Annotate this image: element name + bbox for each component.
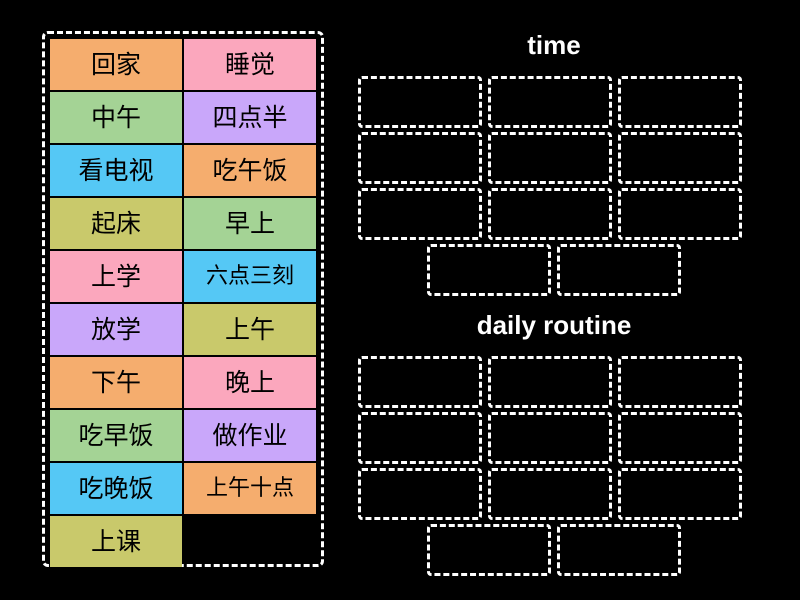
word-tile[interactable]: 睡觉 xyxy=(184,39,316,90)
word-tile[interactable]: 四点半 xyxy=(184,92,316,143)
dropzone-grid-daily-routine-bottom xyxy=(358,524,750,576)
dropzone[interactable] xyxy=(557,244,681,296)
word-bank: 回家睡觉中午四点半看电视吃午饭起床早上上学六点三刻放学上午下午晚上吃早饭做作业吃… xyxy=(42,31,324,567)
word-tile[interactable]: 六点三刻 xyxy=(184,251,316,302)
dropzone[interactable] xyxy=(358,188,482,240)
word-tile[interactable]: 起床 xyxy=(50,198,182,249)
dropzone[interactable] xyxy=(427,244,551,296)
dropzone[interactable] xyxy=(427,524,551,576)
dropzone[interactable] xyxy=(618,132,742,184)
group-title-time: time xyxy=(527,30,581,60)
word-tile[interactable]: 看电视 xyxy=(50,145,182,196)
dropzone-grid-daily-routine xyxy=(358,356,750,520)
dropzone-grid-time-bottom xyxy=(358,244,750,296)
dropzone[interactable] xyxy=(618,356,742,408)
word-tile[interactable]: 晚上 xyxy=(184,357,316,408)
group-title-daily-routine: daily routine xyxy=(476,310,632,340)
dropzone[interactable] xyxy=(488,412,612,464)
dropzone-grid-time xyxy=(358,76,750,240)
group-daily-routine: daily routine xyxy=(358,312,750,576)
dropzone[interactable] xyxy=(488,356,612,408)
word-tile[interactable]: 上午 xyxy=(184,304,316,355)
word-bank-grid: 回家睡觉中午四点半看电视吃午饭起床早上上学六点三刻放学上午下午晚上吃早饭做作业吃… xyxy=(50,39,316,567)
dropzone[interactable] xyxy=(618,412,742,464)
dropzone[interactable] xyxy=(488,188,612,240)
word-tile[interactable]: 上学 xyxy=(50,251,182,302)
group-time: time xyxy=(358,32,750,296)
dropzone[interactable] xyxy=(358,132,482,184)
dropzone[interactable] xyxy=(618,188,742,240)
word-tile[interactable]: 做作业 xyxy=(184,410,316,461)
word-tile[interactable]: 上午十点 xyxy=(184,463,316,514)
dropzone[interactable] xyxy=(488,76,612,128)
dropzone[interactable] xyxy=(358,412,482,464)
dropzone[interactable] xyxy=(488,468,612,520)
word-tile[interactable]: 回家 xyxy=(50,39,182,90)
word-tile[interactable]: 早上 xyxy=(184,198,316,249)
dropzone[interactable] xyxy=(358,76,482,128)
word-tile[interactable]: 吃早饭 xyxy=(50,410,182,461)
word-tile[interactable]: 放学 xyxy=(50,304,182,355)
dropzone[interactable] xyxy=(358,468,482,520)
dropzone[interactable] xyxy=(618,468,742,520)
word-tile[interactable]: 吃晚饭 xyxy=(50,463,182,514)
dropzone[interactable] xyxy=(358,356,482,408)
dropzone[interactable] xyxy=(557,524,681,576)
word-tile[interactable]: 吃午饭 xyxy=(184,145,316,196)
word-tile[interactable]: 下午 xyxy=(50,357,182,408)
word-bank-empty-slot xyxy=(184,516,316,567)
dropzone[interactable] xyxy=(618,76,742,128)
word-tile[interactable]: 上课 xyxy=(50,516,182,567)
dropzone[interactable] xyxy=(488,132,612,184)
word-tile[interactable]: 中午 xyxy=(50,92,182,143)
